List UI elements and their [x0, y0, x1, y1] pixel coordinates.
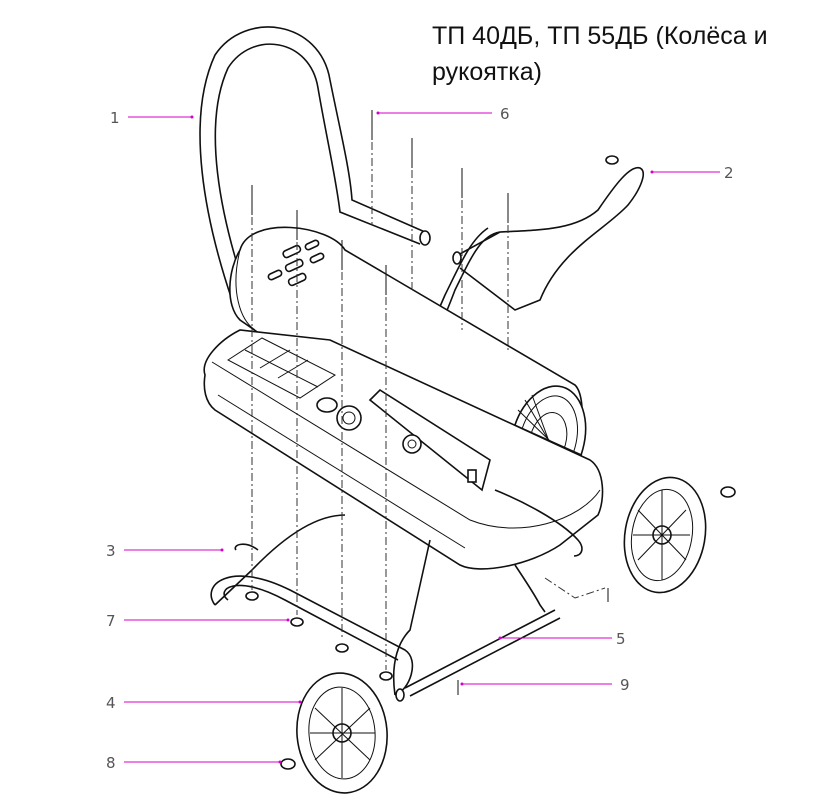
- callout-1: 1: [110, 109, 120, 127]
- callout-6: 6: [500, 105, 510, 123]
- callout-8: 8: [106, 754, 116, 772]
- wheel-frame: [210, 514, 561, 702]
- wheel-left: [296, 672, 388, 794]
- diagram-title: ТП 40ДБ, ТП 55ДБ (Колёса и рукоятка): [432, 22, 768, 86]
- bolts: [245, 110, 736, 770]
- callout-3: 3: [106, 542, 116, 560]
- callout-9: 9: [620, 676, 630, 694]
- callouts: 1 2 3 4 5 6 7 8 9: [106, 105, 734, 772]
- callout-4: 4: [106, 694, 116, 712]
- callout-5: 5: [616, 630, 626, 648]
- wheel-right: [623, 476, 707, 594]
- callout-7: 7: [106, 612, 116, 630]
- fuel-tank: [203, 329, 604, 570]
- callout-2: 2: [724, 164, 734, 182]
